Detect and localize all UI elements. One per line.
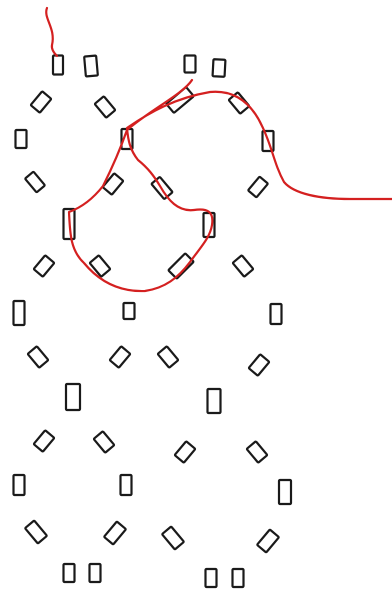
hole-42 bbox=[64, 564, 75, 582]
hole-1 bbox=[53, 56, 63, 75]
hole-29 bbox=[66, 384, 80, 410]
hole-22 bbox=[14, 301, 25, 325]
hole-2 bbox=[84, 56, 98, 77]
hole-4 bbox=[213, 59, 226, 77]
hole-30 bbox=[208, 389, 221, 413]
hole-36 bbox=[121, 475, 132, 495]
hole-44 bbox=[206, 569, 217, 587]
hole-45 bbox=[233, 569, 244, 587]
hole-24 bbox=[271, 304, 282, 324]
hole-3 bbox=[185, 56, 196, 73]
hole-37 bbox=[279, 480, 291, 504]
hole-43 bbox=[90, 564, 101, 582]
hole-7 bbox=[16, 130, 27, 148]
hole-35 bbox=[14, 475, 25, 495]
hole-23 bbox=[124, 303, 135, 319]
